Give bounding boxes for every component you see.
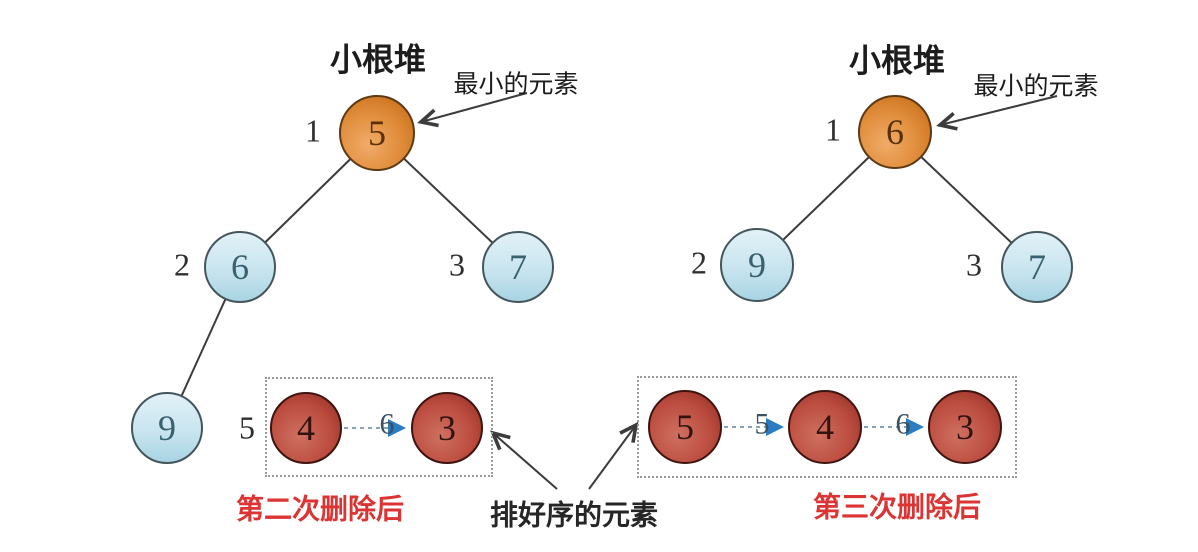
- left-sorted-caption: 第二次删除后: [235, 492, 405, 526]
- sorted-node: 3: [928, 390, 1002, 464]
- min-element-arrow-icon: [417, 92, 1058, 131]
- sorted-node: 5: [648, 390, 722, 464]
- node-value: 6: [886, 112, 904, 152]
- sorted-node: 3: [411, 392, 483, 464]
- left-root-index: 1: [305, 112, 321, 149]
- sorted-elements-arrow-icon: [489, 421, 639, 490]
- sorted-elements-label: 排好序的元素: [489, 498, 659, 532]
- node-value: 9: [748, 245, 766, 285]
- right-min-element-label: 最小的元素: [973, 71, 1099, 101]
- right-root-index: 1: [825, 111, 841, 148]
- node-value: 4: [816, 407, 834, 447]
- right-heap-title: 小根堆: [848, 41, 946, 80]
- right-sorted-box: [637, 376, 1017, 478]
- left-child-node: 6: [204, 231, 276, 303]
- right-left-child-index: 2: [691, 244, 707, 281]
- left-sorted-index-label: 5: [239, 409, 255, 446]
- node-value: 5: [676, 407, 694, 447]
- right-child-index: 3: [449, 246, 465, 283]
- right-root-node: 6: [858, 95, 932, 169]
- sequence-index-label: 5: [754, 407, 770, 441]
- left-child-index: 2: [174, 246, 190, 283]
- sorted-node: 4: [788, 390, 862, 464]
- sequence-index-label: 6: [895, 407, 911, 441]
- node-value: 3: [438, 408, 456, 448]
- sequence-index-label: 6: [379, 407, 395, 441]
- node-value: 3: [956, 407, 974, 447]
- node-value: 6: [231, 247, 249, 287]
- node-value: 9: [158, 408, 176, 448]
- node-value: 7: [509, 247, 527, 287]
- right-left-child-node: 9: [720, 228, 794, 302]
- node-value: 4: [297, 408, 315, 448]
- left-heap-title: 小根堆: [329, 40, 427, 79]
- node-value: 5: [368, 113, 386, 153]
- sequence-dashed-arrow-icon: [344, 418, 924, 437]
- left-leaf-node: 9: [131, 392, 203, 464]
- node-value: 7: [1028, 247, 1046, 287]
- sorted-node: 4: [270, 392, 342, 464]
- left-min-element-label: 最小的元素: [453, 69, 579, 99]
- left-root-node: 5: [339, 95, 415, 171]
- right-right-child-index: 3: [966, 246, 982, 283]
- right-sorted-caption: 第三次删除后: [812, 490, 982, 524]
- right-right-child-node: 7: [1001, 231, 1073, 303]
- left-sorted-box: [265, 377, 493, 477]
- right-child-node: 7: [482, 231, 554, 303]
